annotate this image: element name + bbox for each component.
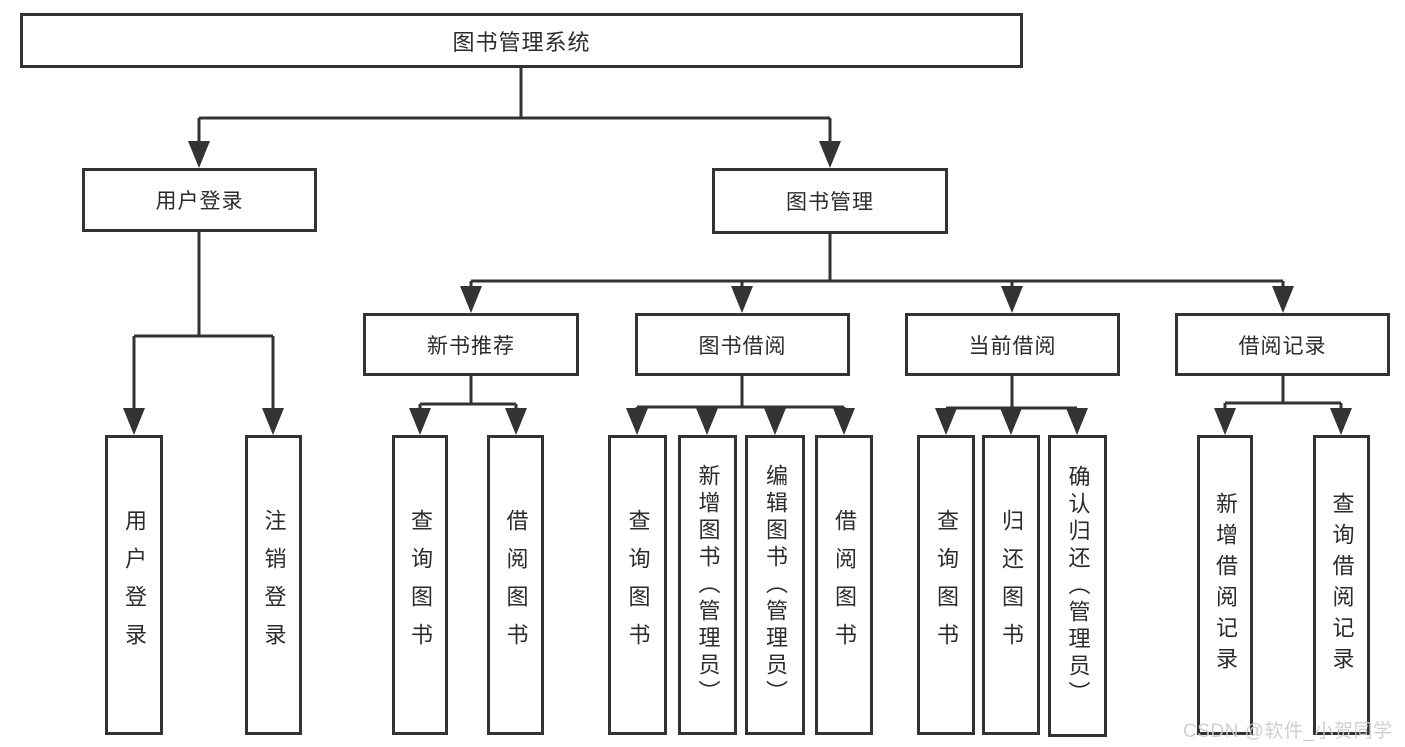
leaf-query-books-recommend-label: 查询图书 xyxy=(408,509,433,661)
node-user-login-label: 用户登录 xyxy=(155,190,244,213)
node-new-book-recommend: 新书推荐 xyxy=(363,313,579,376)
leaf-confirm-return-admin-label: 确认归还（管理员） xyxy=(1065,464,1091,708)
leaf-query-books-recommend: 查询图书 xyxy=(392,435,448,735)
node-current-borrow: 当前借阅 xyxy=(905,313,1120,376)
leaf-query-borrow-record: 查询借阅记录 xyxy=(1313,435,1370,735)
node-new-book-recommend-label: 新书推荐 xyxy=(427,334,515,358)
leaf-query-books-borrow-label: 查询图书 xyxy=(625,509,651,661)
node-book-borrow-label: 图书借阅 xyxy=(698,334,787,358)
leaf-user-login-label: 用户登录 xyxy=(122,509,147,661)
node-current-borrow-label: 当前借阅 xyxy=(968,334,1057,358)
node-user-login: 用户登录 xyxy=(82,168,317,232)
node-book-management: 图书管理 xyxy=(712,168,948,234)
leaf-add-books-admin-label: 新增图书（管理员） xyxy=(695,463,721,707)
leaf-edit-books-admin-label: 编辑图书（管理员） xyxy=(763,463,788,707)
watermark: CSDN @软件_小贺同学 xyxy=(1183,721,1393,742)
node-library-system-label: 图书管理系统 xyxy=(452,29,591,55)
leaf-add-borrow-record: 新增借阅记录 xyxy=(1197,435,1253,735)
leaf-borrow-books-recommend-label: 借阅图书 xyxy=(503,509,529,661)
leaf-add-books-admin: 新增图书（管理员） xyxy=(678,435,737,735)
leaf-borrow-books: 借阅图书 xyxy=(815,435,873,735)
leaf-borrow-books-label: 借阅图书 xyxy=(832,509,857,661)
leaf-add-borrow-record-label: 新增借阅记录 xyxy=(1213,492,1238,678)
leaf-edit-books-admin: 编辑图书（管理员） xyxy=(745,435,805,735)
leaf-borrow-books-recommend: 借阅图书 xyxy=(487,435,544,735)
leaf-user-login: 用户登录 xyxy=(105,435,163,735)
leaf-query-books-current-label: 查询图书 xyxy=(934,509,959,661)
leaf-logout-login: 注销登录 xyxy=(245,435,302,735)
node-book-borrow: 图书借阅 xyxy=(635,313,850,376)
leaf-query-books-current: 查询图书 xyxy=(917,435,975,735)
leaf-query-books-borrow: 查询图书 xyxy=(608,435,667,735)
node-borrow-records: 借阅记录 xyxy=(1175,313,1390,376)
leaf-query-borrow-record-label: 查询借阅记录 xyxy=(1329,492,1355,678)
arrowheads xyxy=(123,141,1352,435)
leaf-logout-login-label: 注销登录 xyxy=(261,509,287,661)
node-library-system: 图书管理系统 xyxy=(20,13,1023,68)
leaf-return-books-label: 归还图书 xyxy=(999,509,1024,661)
leaf-return-books: 归还图书 xyxy=(982,435,1040,735)
node-borrow-records-label: 借阅记录 xyxy=(1238,334,1327,358)
leaf-confirm-return-admin: 确认归还（管理员） xyxy=(1048,435,1107,737)
node-book-management-label: 图书管理 xyxy=(786,191,874,214)
